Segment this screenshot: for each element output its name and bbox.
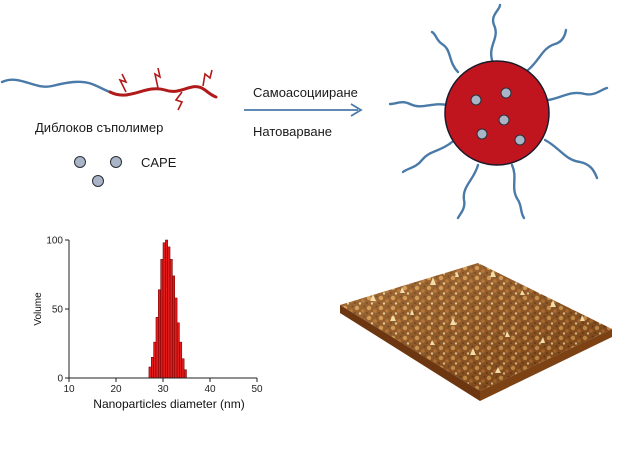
self-assembly-scheme [0, 3, 609, 220]
drug-particle [92, 175, 104, 187]
drug-particle [500, 87, 512, 99]
corona-chain [510, 163, 526, 220]
histogram-bar [183, 369, 187, 379]
drug-binding-units [118, 67, 213, 111]
x-axis-title: Nanoparticles diameter (nm) [93, 397, 244, 411]
histogram-bar [181, 358, 185, 379]
histogram-bar [179, 341, 183, 379]
drug-particle [498, 114, 510, 126]
corona-chain [526, 28, 568, 72]
y-tick-label: 50 [52, 305, 64, 316]
afm-topography-image [340, 263, 612, 401]
x-tick-label: 20 [110, 384, 122, 395]
hydrophilic-chain [0, 78, 112, 94]
histogram-bars [148, 239, 187, 379]
process-arrow [244, 103, 363, 117]
drug-particle [476, 128, 488, 140]
y-tick-label: 100 [46, 236, 63, 247]
step-self-assembly-label: Самоасоцииране [253, 85, 358, 100]
histogram-bar [153, 341, 157, 379]
histogram-bar [169, 259, 173, 379]
histogram-bar [176, 322, 180, 379]
y-axis-title: Volume [33, 292, 44, 326]
x-tick-label: 50 [251, 384, 263, 395]
corona-chain [430, 30, 460, 74]
y-tick-label: 0 [57, 374, 63, 385]
afm-front-left-edge [340, 305, 480, 401]
corona-chain [456, 163, 480, 220]
drug-particle [74, 156, 86, 168]
drug-label: CAPE [141, 155, 177, 170]
binding-unit [153, 67, 162, 89]
corona-chain [388, 101, 449, 108]
histogram-bar [174, 297, 178, 379]
histogram-bar [148, 366, 152, 379]
binding-unit [202, 69, 213, 87]
drug-particles [74, 156, 122, 187]
histogram-bar [162, 242, 166, 379]
x-tick-label: 10 [63, 384, 75, 395]
binding-unit [118, 73, 128, 93]
corona-chain [543, 138, 599, 180]
histogram-bar [160, 259, 164, 379]
binding-unit [174, 91, 184, 111]
x-tick-label: 40 [204, 384, 216, 395]
copolymer-label: Диблоков съполимер [35, 120, 164, 135]
histogram-bar [167, 246, 171, 379]
chart-axes: 10 20 30 40 50 0 50 100 [46, 236, 263, 396]
x-tick-label: 30 [157, 384, 169, 395]
histogram-bar [172, 275, 175, 379]
afm-shading [340, 263, 612, 391]
corona-chain [401, 140, 454, 174]
step-loading-label: Натоварване [253, 124, 332, 139]
size-distribution-chart: 10 20 30 40 50 0 50 100 Nanoparticles diameter … [33, 236, 263, 412]
drug-particle [514, 134, 526, 146]
histogram-bar [155, 317, 159, 379]
corona-chain [489, 3, 502, 62]
histogram-bar [151, 357, 154, 379]
corona-chain [546, 86, 609, 102]
afm-front-right-edge [480, 329, 612, 401]
drug-particle [470, 94, 482, 106]
micelle-core [444, 60, 550, 166]
drug-particle [110, 156, 122, 168]
encapsulated-drug [470, 87, 526, 146]
hydrophobic-block [108, 85, 218, 99]
histogram-bar [165, 239, 168, 379]
micelle-corona [388, 3, 609, 220]
histogram-bar [158, 289, 161, 379]
